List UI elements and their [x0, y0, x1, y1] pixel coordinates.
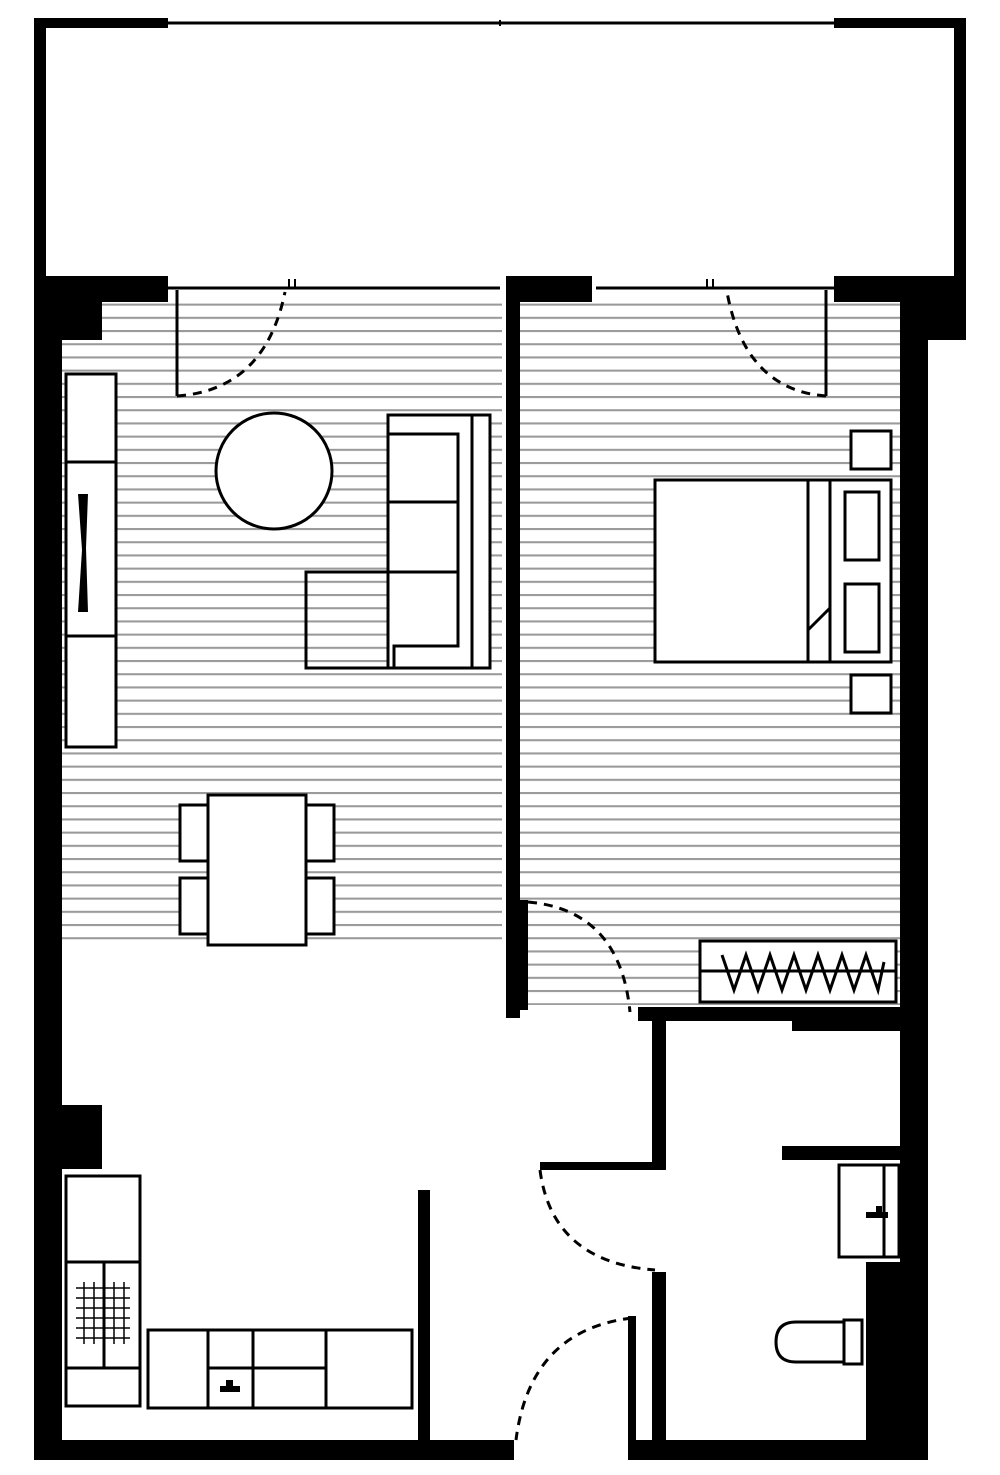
dining-chair [302, 803, 336, 863]
kitchen-tap-icon [220, 1380, 240, 1392]
kitchen-tall-units [64, 1174, 142, 1408]
kitchen-bench [146, 1328, 414, 1410]
basin-tap-icon [866, 1206, 888, 1218]
walls [34, 276, 966, 1460]
oven-grill [76, 1282, 130, 1344]
bedside-table [849, 429, 893, 471]
tv-unit [64, 372, 118, 749]
wardrobe [698, 939, 898, 1004]
l-shaped-sofa [304, 413, 492, 670]
balcony [34, 18, 966, 283]
dining-set [178, 793, 336, 947]
dining-chair [178, 876, 212, 936]
bedside-table [849, 673, 893, 715]
balcony-door-living [168, 279, 500, 398]
television [78, 494, 88, 612]
pillow [843, 582, 881, 654]
entry-door-swing [514, 1316, 633, 1441]
round-coffee-table [214, 411, 334, 531]
bed [653, 478, 893, 664]
dining-table [206, 793, 308, 947]
dining-chair [302, 876, 336, 936]
balcony-door-bedroom [596, 279, 834, 398]
toilet [774, 1318, 864, 1366]
bathroom-door-swing [538, 1169, 656, 1272]
dining-chair [178, 803, 212, 863]
bathroom-vanity [837, 1163, 901, 1259]
bedroom-door-swing [527, 900, 632, 1013]
pillow [843, 490, 881, 562]
